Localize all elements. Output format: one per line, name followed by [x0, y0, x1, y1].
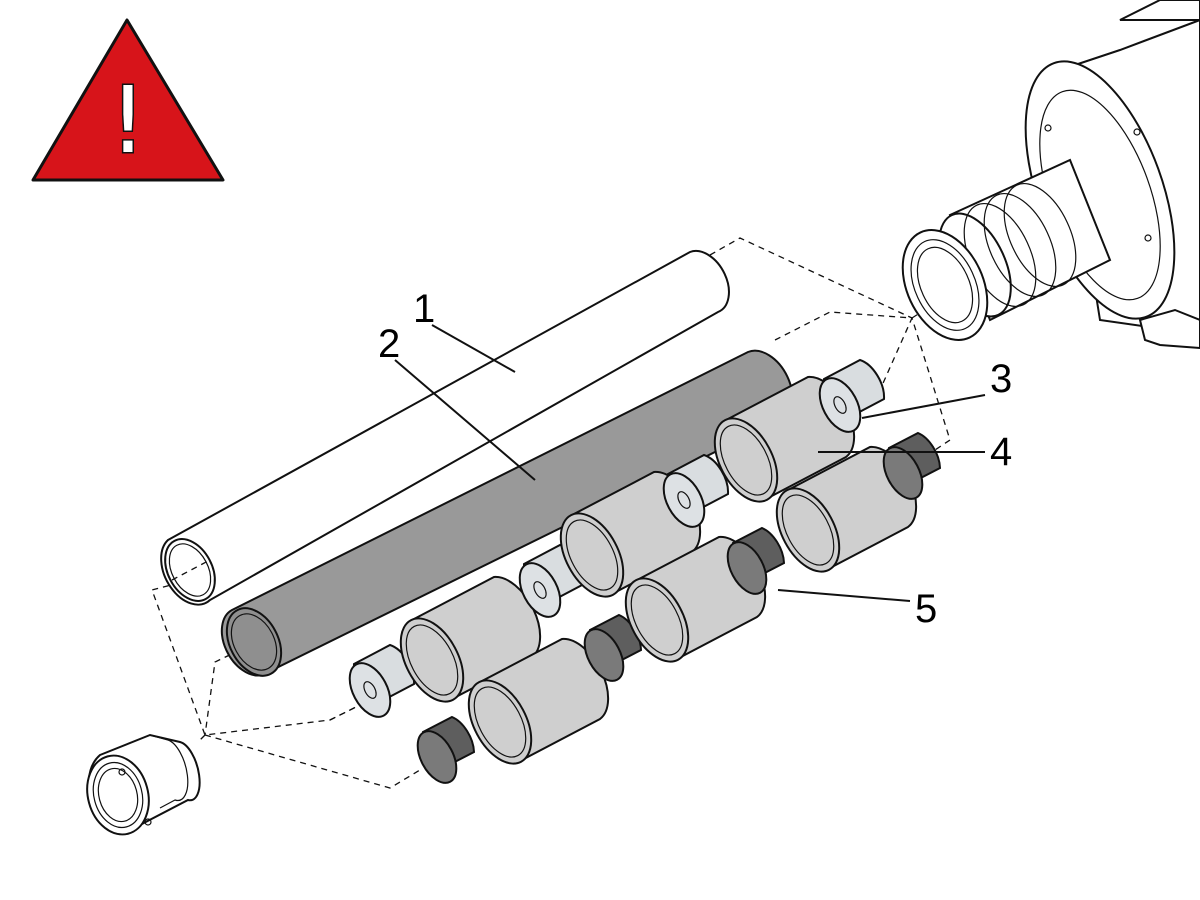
leader-line-1 [431, 324, 516, 373]
leader-line-2 [394, 359, 536, 481]
leader-line-3 [861, 394, 986, 419]
leader-lines [394, 324, 986, 602]
warning-exclamation-icon: ! [110, 67, 147, 174]
end-fitting [86, 733, 201, 836]
callout-3: 3 [990, 357, 1012, 401]
outer-tube [160, 249, 730, 606]
callout-4: 4 [990, 430, 1012, 474]
callout-2: 2 [378, 322, 400, 366]
callout-5: 5 [915, 587, 937, 631]
dark-disc [408, 716, 475, 791]
callout-1: 1 [413, 287, 435, 331]
motor-housing [901, 0, 1200, 350]
warning-triangle-icon: ! [31, 18, 225, 182]
leader-line-5 [777, 589, 911, 602]
